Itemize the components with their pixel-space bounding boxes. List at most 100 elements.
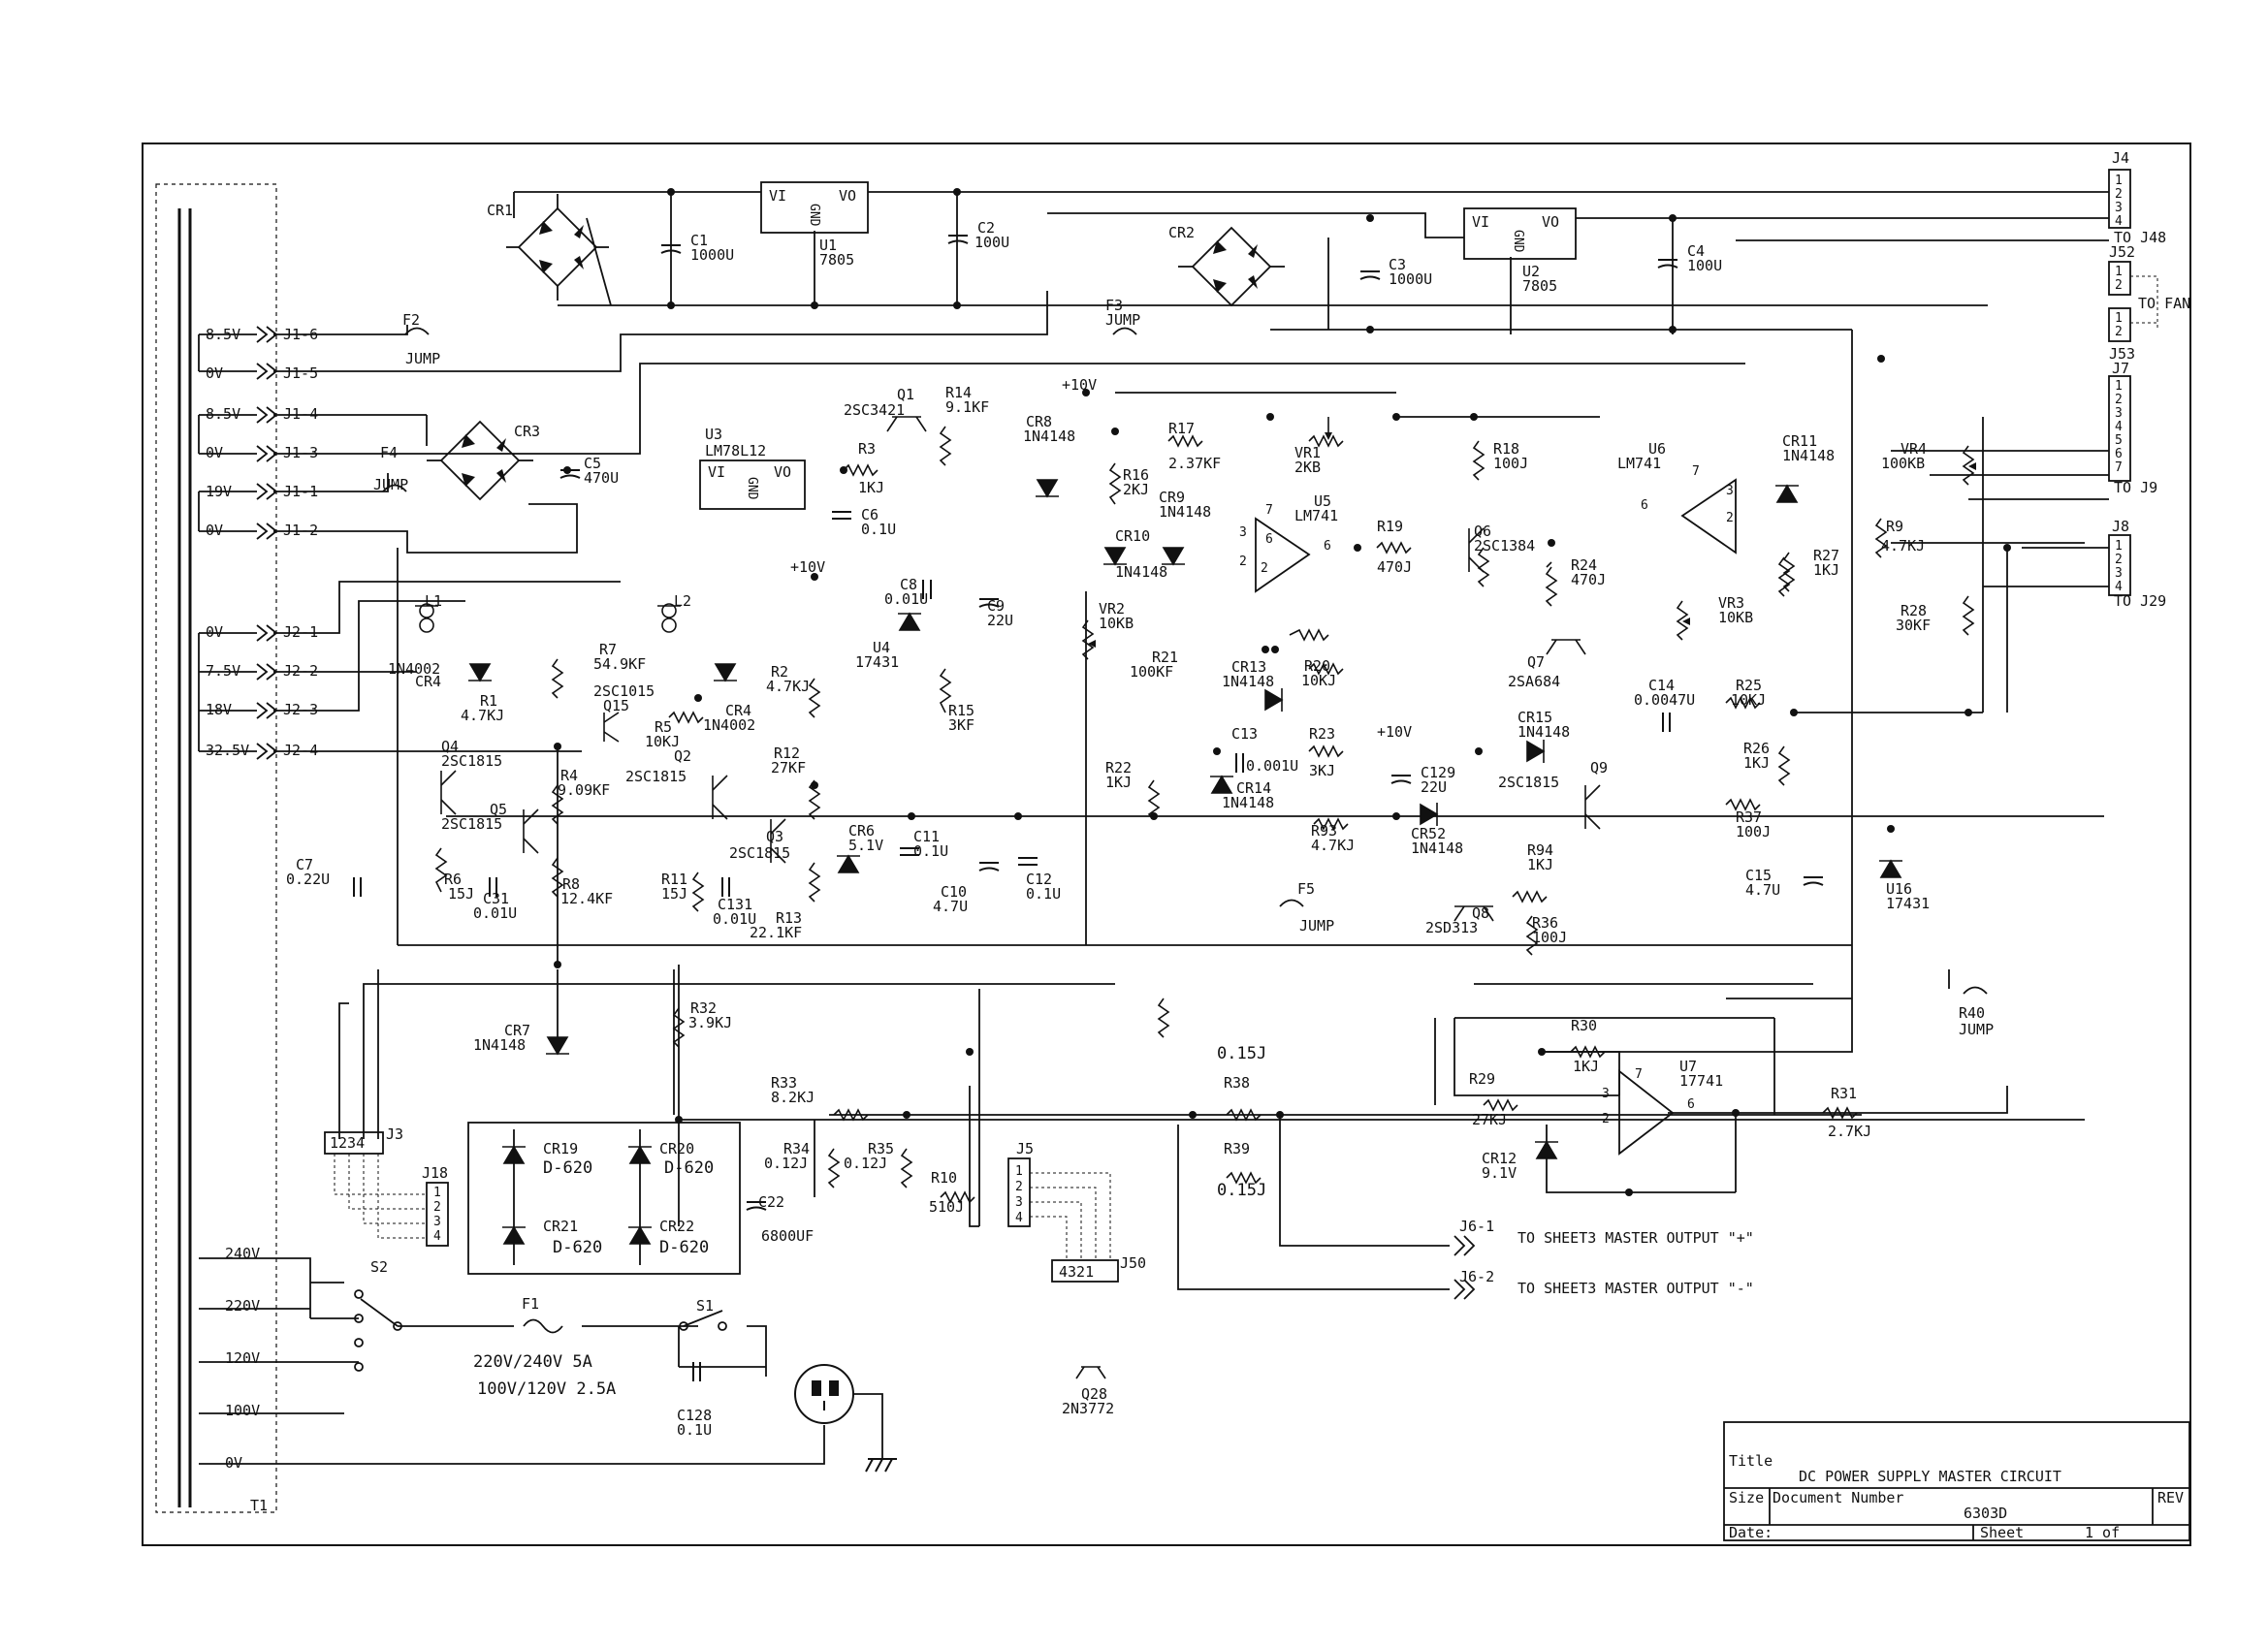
svg-text:C2: C2 bbox=[977, 219, 995, 237]
svg-text:7: 7 bbox=[1635, 1067, 1643, 1082]
svg-text:3: 3 bbox=[2115, 201, 2123, 215]
title-value: DC POWER SUPPLY MASTER CIRCUIT bbox=[1799, 1468, 2061, 1485]
size-label: Size bbox=[1729, 1489, 1764, 1506]
regulator-u2 bbox=[1463, 207, 1577, 260]
svg-text:CR19: CR19 bbox=[543, 1140, 578, 1157]
svg-text:2: 2 bbox=[433, 1200, 441, 1215]
svg-text:Q8: Q8 bbox=[1472, 904, 1489, 922]
svg-text:0.22U: 0.22U bbox=[286, 871, 330, 888]
wiring bbox=[199, 191, 2109, 1465]
svg-text:7: 7 bbox=[1265, 503, 1273, 518]
svg-text:2: 2 bbox=[1602, 1112, 1610, 1126]
docnum-label: Document Number bbox=[1773, 1489, 1903, 1506]
svg-text:30KF: 30KF bbox=[1896, 617, 1931, 634]
svg-text:Q28: Q28 bbox=[1081, 1385, 1107, 1403]
svg-text:J3: J3 bbox=[386, 1125, 403, 1143]
svg-text:4.7U: 4.7U bbox=[933, 898, 968, 915]
svg-text:J1-2: J1-2 bbox=[283, 522, 318, 539]
svg-text:F2: F2 bbox=[402, 311, 420, 329]
svg-text:0.12J: 0.12J bbox=[844, 1155, 887, 1172]
svg-text:R5: R5 bbox=[655, 718, 672, 736]
svg-text:7: 7 bbox=[1692, 464, 1700, 479]
svg-text:D-620: D-620 bbox=[659, 1238, 709, 1257]
svg-text:4: 4 bbox=[2115, 580, 2123, 594]
svg-text:U4: U4 bbox=[873, 639, 890, 656]
svg-text:4: 4 bbox=[433, 1229, 441, 1244]
svg-text:1: 1 bbox=[2115, 174, 2123, 188]
svg-text:1N4148: 1N4148 bbox=[1411, 840, 1463, 857]
svg-text:Q7: Q7 bbox=[1527, 653, 1545, 671]
svg-text:LM741: LM741 bbox=[1294, 507, 1338, 524]
svg-text:U7: U7 bbox=[1679, 1058, 1697, 1075]
svg-text:1: 1 bbox=[2115, 311, 2123, 326]
resistor-symbols bbox=[434, 426, 1975, 1204]
svg-text:100J: 100J bbox=[1736, 823, 1771, 840]
bridge-cr2 bbox=[1178, 226, 1285, 307]
svg-text:0.1U: 0.1U bbox=[861, 521, 896, 538]
svg-text:100J: 100J bbox=[1532, 929, 1567, 946]
svg-text:1N4148: 1N4148 bbox=[1517, 723, 1570, 741]
svg-text:1KJ: 1KJ bbox=[858, 479, 884, 496]
svg-text:0V: 0V bbox=[225, 1454, 242, 1472]
svg-text:CR8: CR8 bbox=[1026, 413, 1052, 430]
svg-text:J4: J4 bbox=[2112, 149, 2129, 167]
svg-text:2SC1815: 2SC1815 bbox=[441, 815, 502, 833]
svg-text:1: 1 bbox=[2115, 539, 2123, 554]
title-block-text: Title DC POWER SUPPLY MASTER CIRCUIT Siz… bbox=[1729, 1452, 2184, 1541]
svg-text:TO J29: TO J29 bbox=[2114, 592, 2166, 610]
svg-text:D-620: D-620 bbox=[664, 1158, 714, 1178]
svg-text:5: 5 bbox=[2115, 433, 2123, 448]
svg-text:10KB: 10KB bbox=[1718, 609, 1753, 626]
svg-text:J2-4: J2-4 bbox=[283, 742, 318, 759]
svg-text:F3: F3 bbox=[1105, 297, 1123, 314]
svg-text:1234: 1234 bbox=[330, 1134, 365, 1152]
u1-part: 7805 bbox=[819, 251, 854, 269]
svg-text:CR6: CR6 bbox=[848, 822, 875, 840]
transistor-symbols bbox=[440, 416, 1601, 1379]
svg-text:VR3: VR3 bbox=[1718, 594, 1744, 612]
svg-text:JUMP: JUMP bbox=[405, 350, 440, 367]
svg-text:C12: C12 bbox=[1026, 871, 1052, 888]
sheet-value: 1 of bbox=[2085, 1524, 2120, 1541]
svg-text:L1: L1 bbox=[425, 592, 442, 610]
svg-text:J50: J50 bbox=[1120, 1254, 1146, 1272]
svg-text:R13: R13 bbox=[776, 909, 802, 927]
connector-labels: J4 12 34 TO J48 J52 12 TO FAN 12 J53 J7 … bbox=[330, 149, 2190, 1297]
svg-text:CR14: CR14 bbox=[1236, 779, 1271, 797]
svg-text:1: 1 bbox=[1015, 1164, 1023, 1179]
svg-text:4: 4 bbox=[2115, 214, 2123, 229]
svg-text:4321: 4321 bbox=[1059, 1263, 1094, 1281]
rev-label: REV bbox=[2157, 1489, 2184, 1506]
svg-text:CR12: CR12 bbox=[1482, 1150, 1517, 1167]
svg-text:10KJ: 10KJ bbox=[645, 733, 680, 750]
svg-text:9.1KF: 9.1KF bbox=[945, 398, 989, 416]
svg-text:CR4: CR4 bbox=[415, 673, 441, 690]
svg-text:1KJ: 1KJ bbox=[1813, 561, 1839, 579]
svg-text:CR52: CR52 bbox=[1411, 825, 1446, 842]
svg-text:2.7KJ: 2.7KJ bbox=[1828, 1123, 1871, 1140]
svg-text:1KJ: 1KJ bbox=[1105, 774, 1132, 791]
svg-text:J1-3: J1-3 bbox=[283, 444, 318, 461]
svg-text:C13: C13 bbox=[1231, 725, 1258, 743]
svg-text:2KJ: 2KJ bbox=[1123, 481, 1149, 498]
svg-text:R31: R31 bbox=[1831, 1085, 1857, 1102]
svg-text:2SC1815: 2SC1815 bbox=[625, 768, 687, 785]
svg-text:C31: C31 bbox=[483, 890, 509, 907]
svg-text:2: 2 bbox=[2115, 278, 2123, 293]
capacitor-symbols bbox=[353, 235, 1824, 1381]
svg-text:R18: R18 bbox=[1493, 440, 1519, 458]
svg-text:R10: R10 bbox=[931, 1169, 957, 1187]
opamp-u7 bbox=[1618, 1069, 1675, 1156]
svg-text:R30: R30 bbox=[1571, 1017, 1597, 1034]
svg-text:0.12J: 0.12J bbox=[764, 1155, 808, 1172]
svg-text:R20: R20 bbox=[1304, 657, 1330, 675]
svg-text:0.1U: 0.1U bbox=[1026, 885, 1061, 903]
svg-text:+10V: +10V bbox=[1377, 723, 1412, 741]
svg-text:Q1: Q1 bbox=[897, 386, 914, 403]
svg-text:6800UF: 6800UF bbox=[761, 1227, 814, 1245]
svg-text:18V: 18V bbox=[206, 701, 232, 718]
svg-text:R3: R3 bbox=[858, 440, 876, 458]
connector-dashes bbox=[334, 275, 2158, 1260]
